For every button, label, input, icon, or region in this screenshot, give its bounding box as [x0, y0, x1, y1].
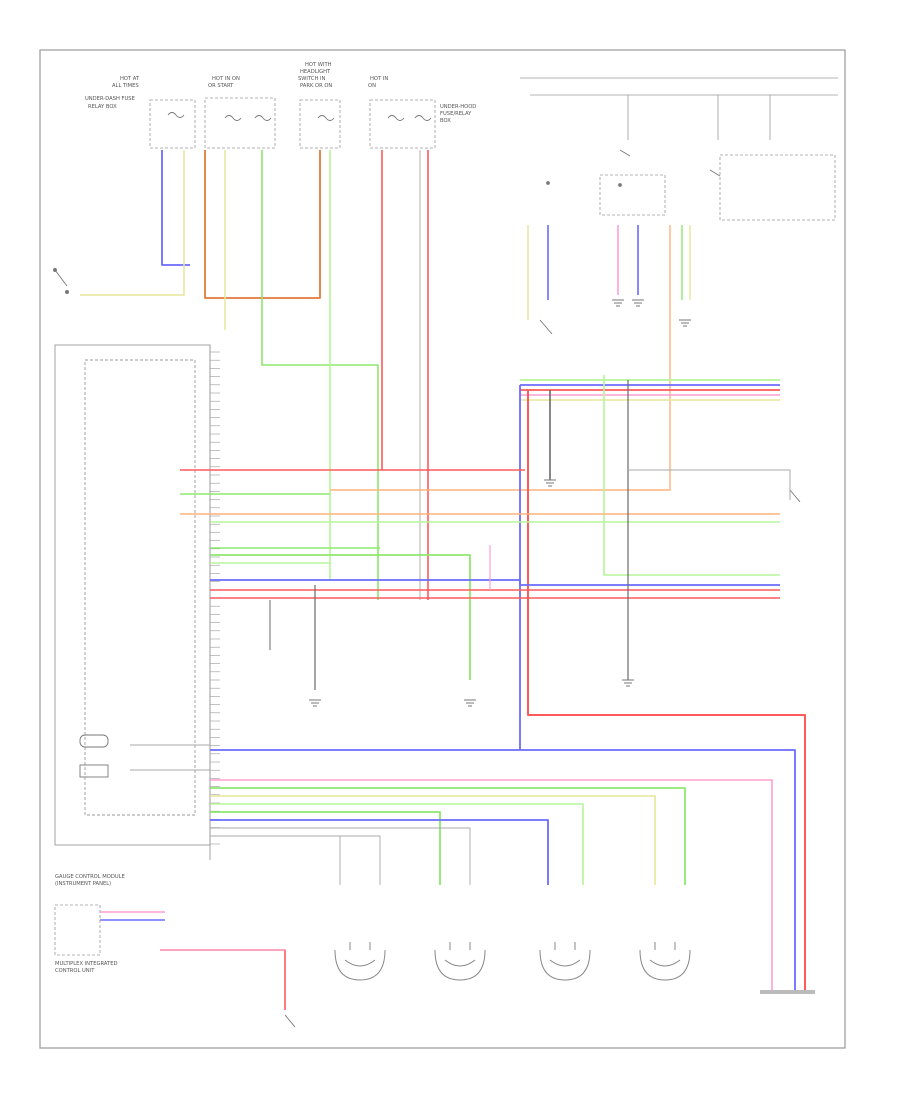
ecu-module	[54, 344, 211, 860]
svg-text:HOT AT: HOT AT	[120, 76, 140, 82]
ground-icon	[544, 479, 556, 487]
wire-gray	[210, 827, 471, 885]
wire-layer	[80, 150, 806, 1010]
wire-red	[527, 390, 806, 990]
bottom-left-module	[54, 904, 101, 956]
svg-text:ON: ON	[368, 83, 376, 89]
svg-text:SWITCH IN: SWITCH IN	[298, 76, 326, 82]
svg-text:FUSE/RELAY: FUSE/RELAY	[440, 111, 472, 117]
resistor-icon	[79, 734, 109, 778]
switch-icon	[53, 268, 801, 1028]
fuse-box-4	[369, 99, 436, 149]
svg-text:PARK OR ON: PARK OR ON	[300, 83, 332, 89]
ground-icon	[612, 299, 624, 307]
sensor-icon	[434, 942, 486, 981]
ground-icon	[622, 679, 634, 687]
svg-text:HOT IN: HOT IN	[370, 76, 388, 82]
wire-blue	[210, 579, 780, 586]
ground-icon	[464, 699, 476, 707]
svg-text:OR START: OR START	[208, 83, 234, 89]
relay-section	[530, 94, 838, 221]
fuse-box-3	[299, 99, 341, 149]
wire-green	[210, 787, 686, 885]
fuse-box-2	[204, 97, 276, 149]
sensor-icon	[539, 942, 591, 981]
wire-green	[210, 554, 471, 680]
wire-blue	[161, 150, 190, 266]
svg-text:ALL TIMES: ALL TIMES	[112, 83, 139, 89]
svg-text:MULTIPLEX INTEGRATED: MULTIPLEX INTEGRATED	[55, 961, 118, 967]
wire-red	[160, 949, 286, 1010]
svg-text:HEADLIGHT: HEADLIGHT	[300, 69, 331, 75]
fuse-box-labels: HOT AT ALL TIMES UNDER-DASH FUSE RELAY B…	[85, 62, 476, 124]
wheel-speed-sensors	[334, 942, 815, 994]
svg-text:UNDER-DASH FUSE: UNDER-DASH FUSE	[85, 96, 135, 102]
ground-icon	[679, 319, 691, 327]
svg-text:HOT WITH: HOT WITH	[305, 62, 332, 68]
diagram-frame	[39, 49, 846, 1049]
svg-text:UNDER-HOOD: UNDER-HOOD	[440, 104, 476, 110]
sensor-icon	[334, 942, 386, 981]
fuse-box-1	[149, 99, 196, 149]
svg-text:BOX: BOX	[440, 118, 451, 124]
svg-text:CONTROL UNIT: CONTROL UNIT	[55, 968, 95, 974]
fuse-icon	[167, 112, 432, 121]
wire-gray	[628, 469, 791, 500]
wire-blue	[210, 819, 549, 885]
sensor-icon	[639, 942, 691, 981]
bottom-left-labels: GAUGE CONTROL MODULE (INSTRUMENT PANEL) …	[55, 874, 125, 974]
wire-gray	[210, 835, 381, 885]
wire-orange	[330, 225, 671, 491]
wire-yellow	[80, 150, 185, 296]
fuse-box-group	[149, 97, 436, 149]
wire-green	[261, 150, 379, 600]
svg-text:HOT IN ON: HOT IN ON	[212, 76, 240, 82]
wire-blue	[210, 749, 796, 990]
connector-block	[760, 990, 815, 994]
ground-icon	[632, 299, 644, 307]
wire-green	[210, 811, 441, 885]
wire-pink	[210, 779, 773, 990]
relay-icon	[546, 149, 721, 187]
ground-icon	[309, 699, 321, 707]
svg-text:(INSTRUMENT PANEL): (INSTRUMENT PANEL)	[55, 881, 111, 887]
wire-yellow	[210, 795, 656, 885]
svg-text:GAUGE CONTROL MODULE: GAUGE CONTROL MODULE	[55, 874, 125, 880]
wire-lightgreen	[603, 375, 780, 576]
ground-symbols	[309, 299, 691, 707]
svg-text:RELAY BOX: RELAY BOX	[88, 104, 117, 110]
wire-lightgreen	[210, 803, 584, 885]
